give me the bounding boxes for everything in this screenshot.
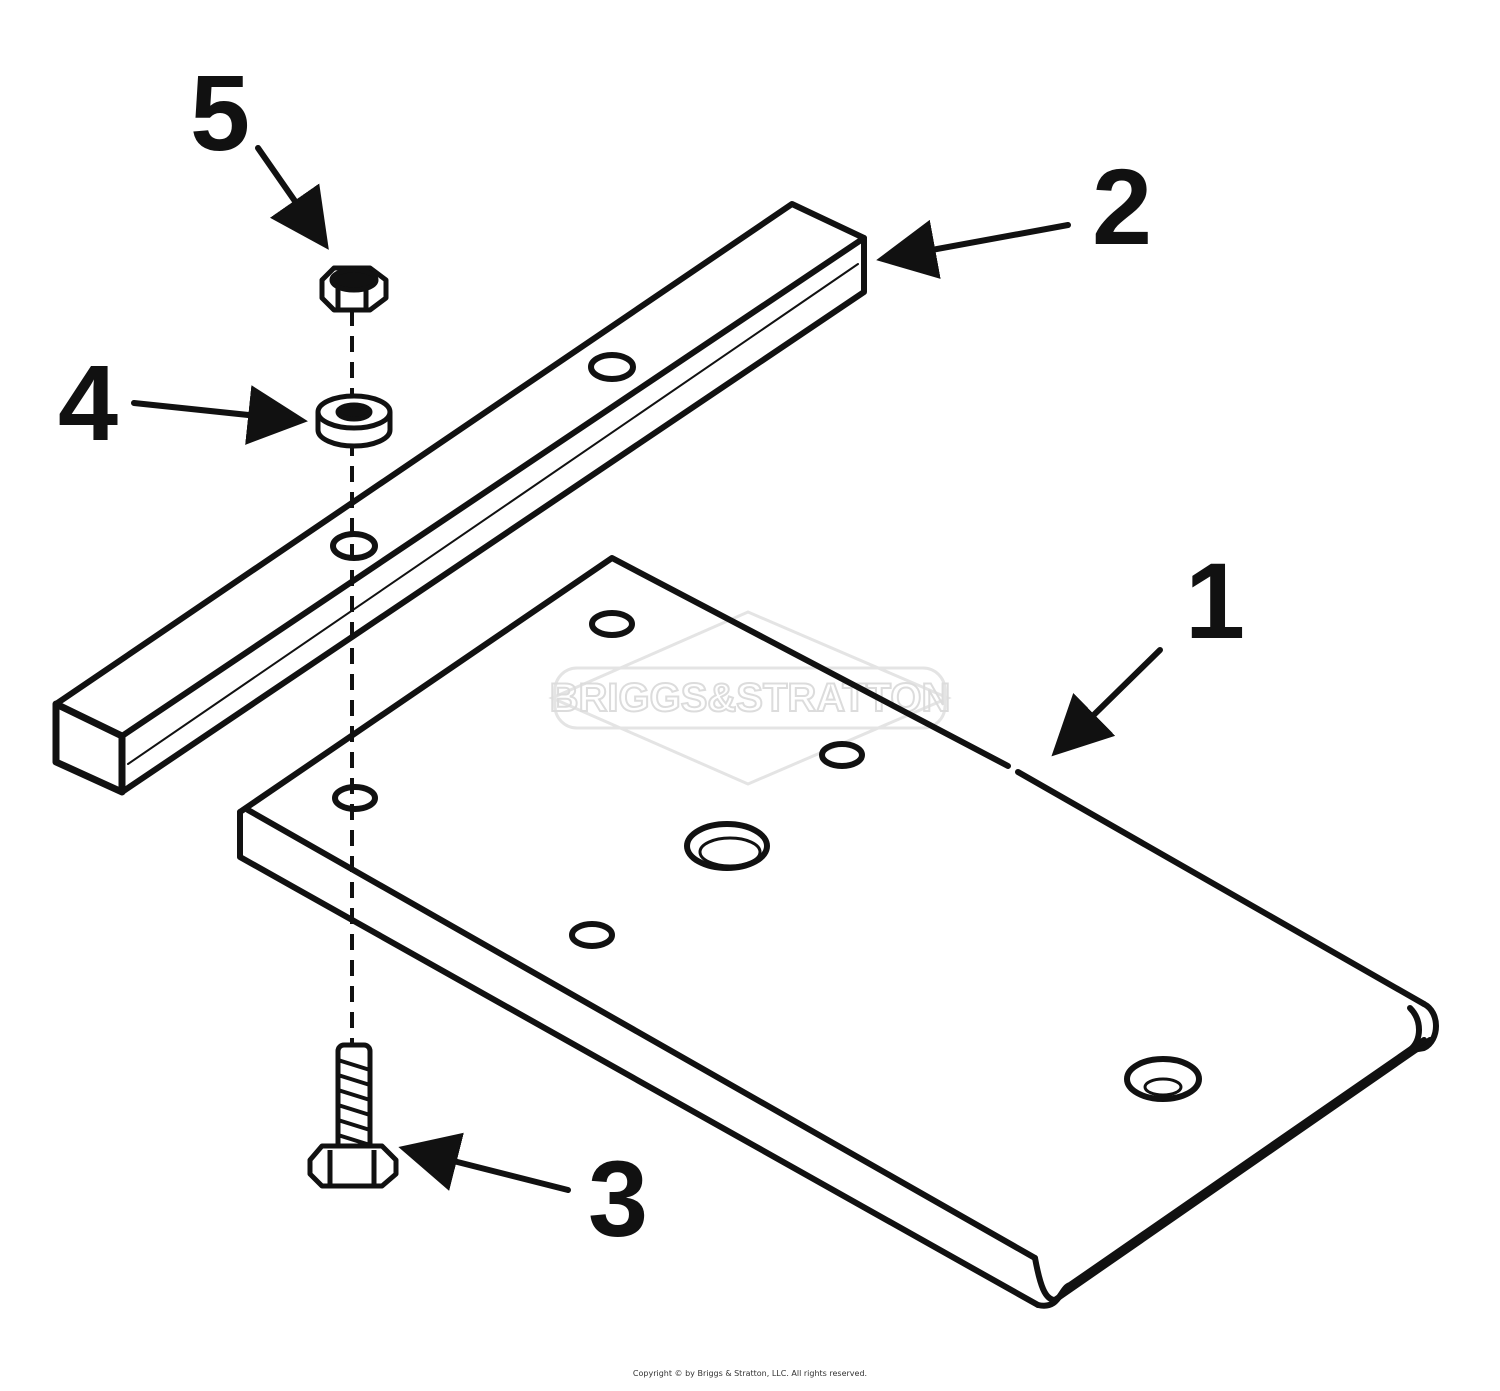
leader-arrow-2 [876, 219, 1071, 279]
plate-part [237, 555, 1439, 1309]
bar-part [52, 201, 867, 796]
washer-part [315, 393, 393, 449]
callout-labels: 1 2 3 4 5 [58, 52, 1245, 1259]
nut-part [319, 265, 389, 313]
copyright-notice: Copyright © by Briggs & Stratton, LLC. A… [632, 1369, 868, 1378]
bolt-part [307, 1042, 399, 1189]
leader-arrow-1 [1051, 647, 1163, 757]
callout-4: 4 [58, 342, 118, 463]
callout-2: 2 [1092, 146, 1152, 267]
leader-arrow-4 [131, 385, 308, 445]
callout-5: 5 [190, 52, 250, 173]
leader-arrow-5 [255, 145, 329, 250]
callout-3: 3 [588, 1138, 648, 1259]
watermark-text: BRIGGS&STRATTON [550, 676, 951, 720]
leader-arrows [131, 145, 1163, 1193]
callout-1: 1 [1185, 540, 1245, 661]
leader-arrow-3 [398, 1132, 571, 1193]
